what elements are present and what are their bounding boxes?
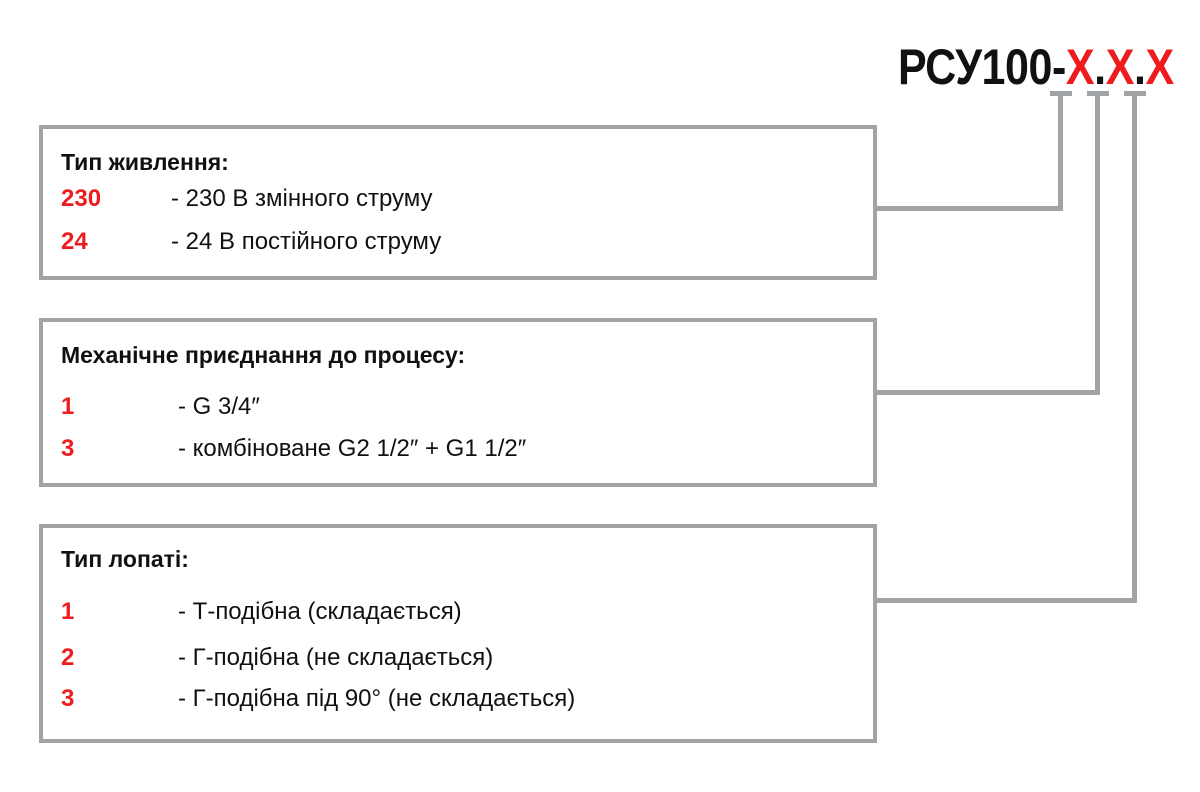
option-desc: - комбіноване G2 1/2″ + G1 1/2″ [178,435,527,462]
model-code: РСУ100-X.X.X [898,38,1174,96]
model-placeholder-paddle: X [1145,39,1174,95]
connector-line [876,206,1063,211]
model-placeholder-mount: X [1105,39,1135,95]
connector-line [876,390,1100,395]
group-title: Тип живлення: [61,149,229,175]
model-placeholder-power: X [1065,39,1095,95]
option-code: 3 [61,685,75,712]
option-desc: - Т-подібна (складається) [178,598,462,625]
connector-line [876,598,1137,603]
model-separator: . [1133,39,1146,95]
option-code: 3 [61,435,75,462]
option-code: 1 [61,393,75,420]
model-separator: . [1094,39,1106,95]
option-desc: - Г-подібна (не складається) [178,644,494,671]
option-code: 1 [61,598,75,625]
paddle-type-box: Тип лопаті: 1 - Т-подібна (складається) … [39,524,877,743]
connector-line [1095,91,1100,395]
option-desc: - 24 В постійного струму [171,228,442,255]
model-prefix: РСУ100- [898,39,1066,95]
connector-line [1058,91,1063,211]
power-type-box: Тип живлення: 230 - 230 В змінного струм… [39,125,877,280]
mount-type-box: Механічне приєднання до процесу: 1 - G 3… [39,318,877,487]
connector-line [1132,91,1137,603]
option-desc: - 230 В змінного струму [171,185,433,212]
group-title: Механічне приєднання до процесу: [61,342,466,368]
option-code: 230 [61,185,102,212]
option-desc: - Г-подібна під 90° (не складається) [178,685,576,712]
option-code: 24 [61,228,88,255]
option-desc: - G 3/4″ [178,393,260,420]
option-code: 2 [61,644,75,671]
group-title: Тип лопаті: [61,546,189,572]
